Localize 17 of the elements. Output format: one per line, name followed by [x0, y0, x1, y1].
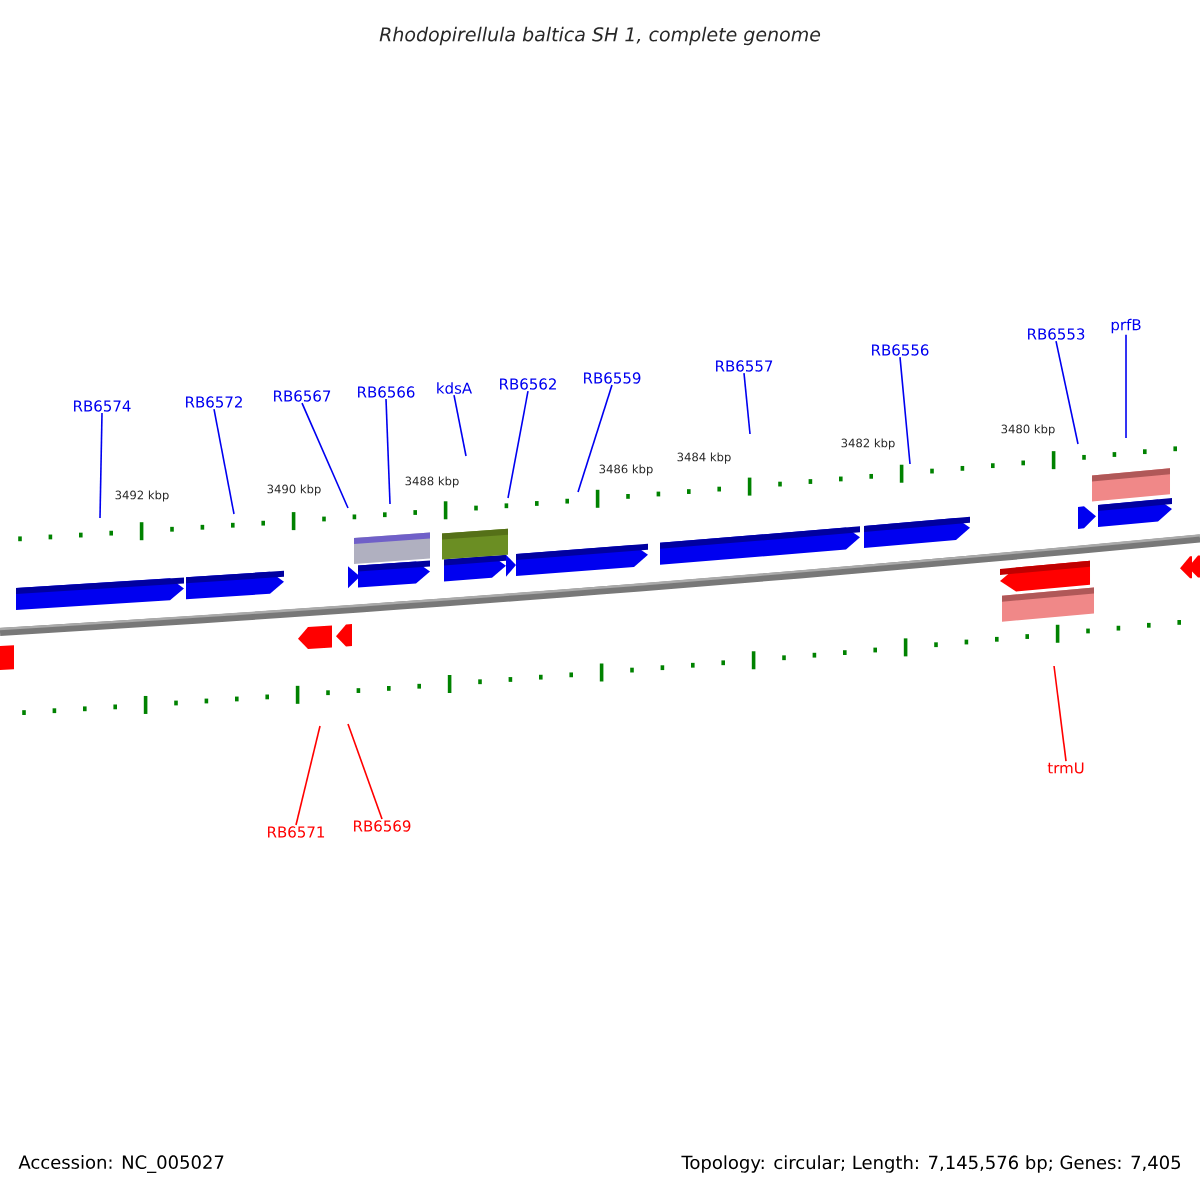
leader-line — [213, 408, 235, 515]
title: Rhodopirellula baltica SH 1, complete genome — [379, 26, 821, 46]
leader-line — [385, 398, 391, 505]
leader-line — [453, 394, 467, 457]
summary-text: Topology: circular; Length: 7,145,576 bp; Genes: 7,405 — [681, 1155, 1181, 1173]
leader-line — [577, 384, 613, 493]
leader-line — [507, 390, 529, 499]
leader-line — [899, 356, 911, 465]
leader-line — [1125, 333, 1127, 439]
leader-line — [295, 725, 321, 826]
leader-line — [743, 372, 751, 435]
accession-text: Accession: NC_005027 — [18, 1155, 224, 1173]
leader-line — [1053, 665, 1067, 762]
leader-line — [301, 402, 349, 509]
leader-line — [99, 412, 103, 519]
leader-line — [347, 723, 383, 820]
leader-line — [1055, 340, 1079, 445]
